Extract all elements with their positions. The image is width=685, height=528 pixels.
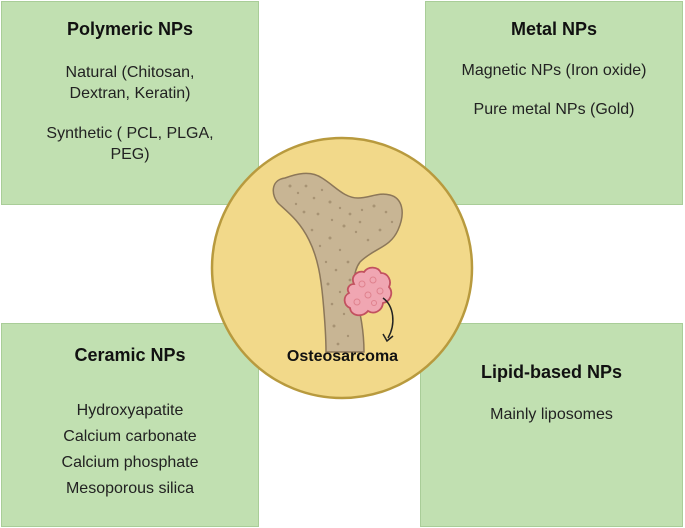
polymeric-natural-line2: Dextran, Keratin) [69, 85, 191, 102]
polymeric-nps-title: Polymeric NPs [66, 19, 194, 39]
lipid-nps-title: Lipid-based NPs [480, 362, 623, 382]
pointer-arrow-icon [382, 297, 394, 339]
ceramic-item: Mesoporous silica [65, 480, 195, 497]
polymeric-nps-box: Polymeric NPs Natural (Chitosan, Dextran… [1, 1, 259, 205]
ceramic-nps-box: Ceramic NPs Hydroxyapatite Calcium carbo… [1, 323, 259, 527]
ceramic-item: Calcium carbonate [63, 428, 197, 445]
lipid-nps-box: Lipid-based NPs Mainly liposomes [420, 323, 683, 527]
ceramic-item: Hydroxyapatite [76, 402, 184, 419]
lipid-liposomes-item: Mainly liposomes [490, 406, 613, 423]
ceramic-item: Calcium phosphate [61, 454, 199, 471]
metal-magnetic-item: Magnetic NPs (Iron oxide) [461, 62, 647, 79]
tumor-icon [343, 266, 393, 317]
polymeric-synthetic-line2: PEG) [110, 146, 150, 163]
metal-nps-box: Metal NPs Magnetic NPs (Iron oxide) Pure… [425, 1, 683, 205]
metal-pure-item: Pure metal NPs (Gold) [473, 101, 635, 118]
metal-nps-title: Metal NPs [510, 19, 598, 39]
ceramic-nps-title: Ceramic NPs [74, 345, 186, 365]
bone-texture [288, 184, 394, 346]
polymeric-synthetic-line1: Synthetic ( PCL, PLGA, [46, 125, 214, 142]
osteosarcoma-label: Osteosarcoma [286, 348, 399, 365]
polymeric-natural-line1: Natural (Chitosan, [65, 64, 195, 81]
